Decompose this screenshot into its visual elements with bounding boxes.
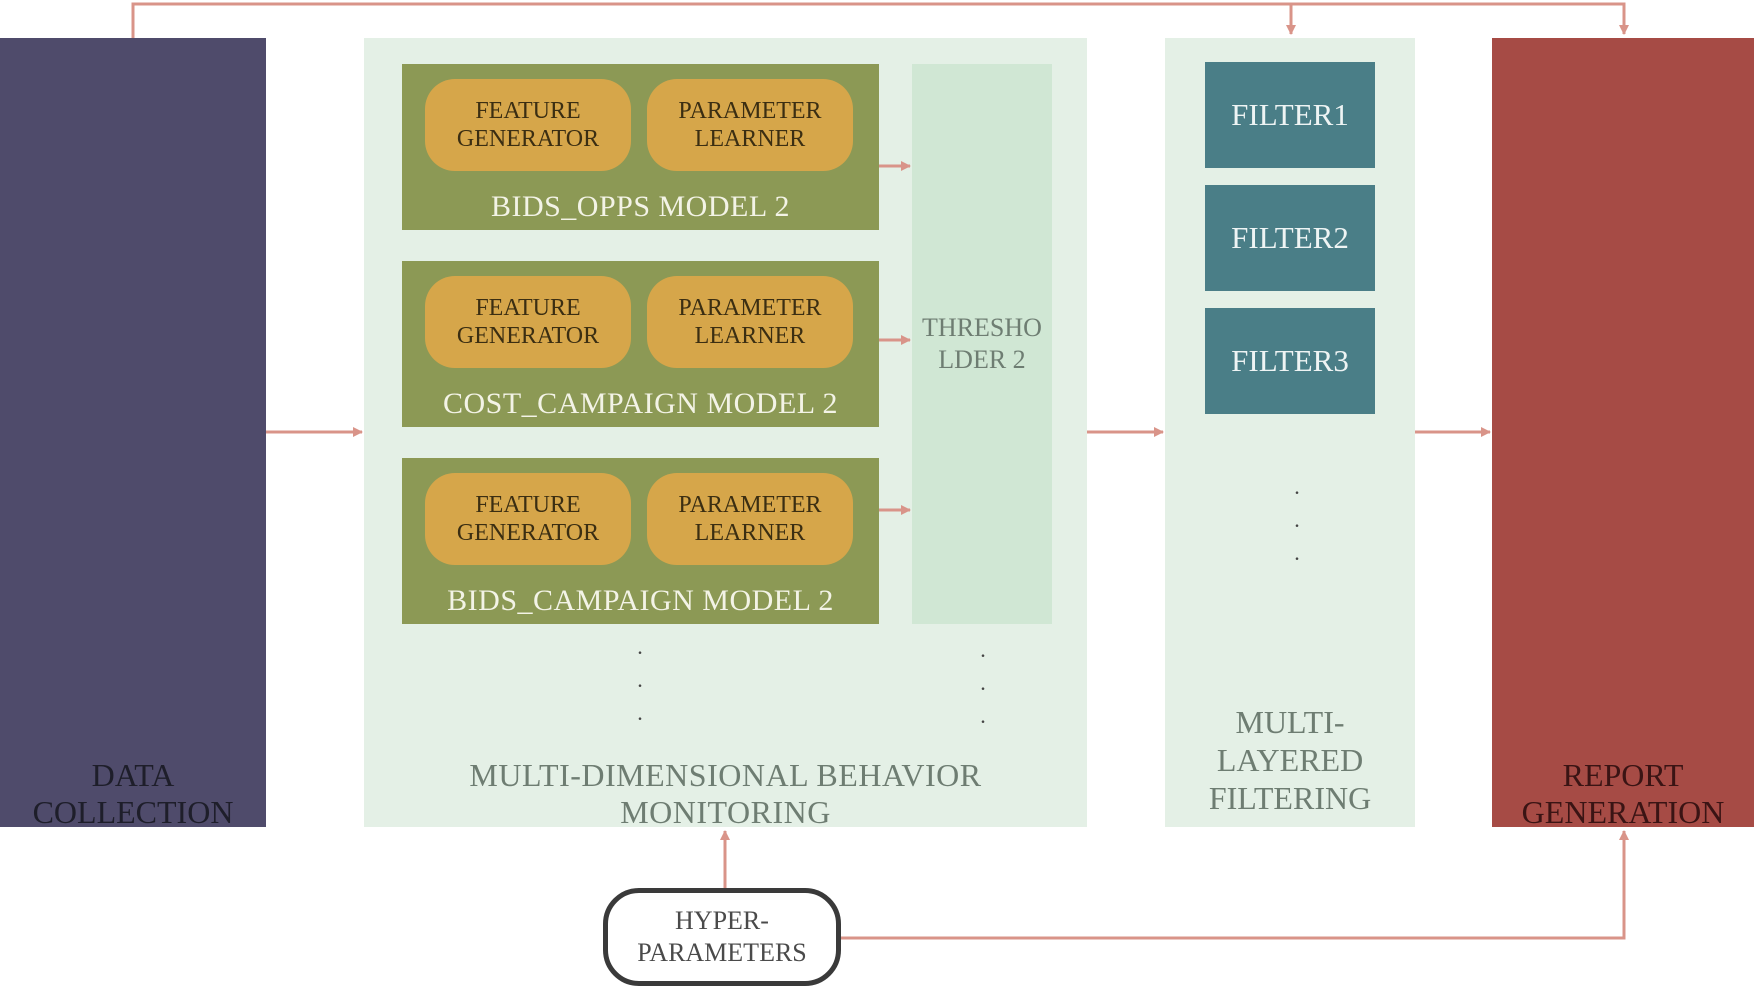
- report-generation-stage: REPORT GENERATION: [1492, 38, 1754, 830]
- filter-3: FILTER3: [1205, 308, 1375, 414]
- model-bids-campaign: FEATURE GENERATOR PARAMETER LEARNER BIDS…: [402, 458, 879, 624]
- data-collection-label: DATA COLLECTION: [32, 757, 234, 830]
- report-generation-label: REPORT GENERATION: [1521, 757, 1725, 830]
- feature-generator: FEATURE GENERATOR: [425, 79, 631, 171]
- behavior-monitoring-label: MULTI-DIMENSIONAL BEHAVIOR MONITORING: [469, 757, 982, 830]
- parameter-learner: PARAMETER LEARNER: [647, 276, 853, 368]
- filter-1: FILTER1: [1205, 62, 1375, 168]
- filters-ellipsis: . . .: [1294, 474, 1300, 565]
- filtering-label: MULTI- LAYERED FILTERING: [1208, 704, 1372, 816]
- thresholder-label: THRESHO LDER 2: [922, 313, 1042, 374]
- models-ellipsis: . . .: [637, 634, 643, 725]
- thresholder-ellipsis: . . .: [980, 637, 986, 728]
- feature-generator: FEATURE GENERATOR: [425, 276, 631, 368]
- model-title: BIDS_OPPS MODEL 2: [490, 190, 791, 223]
- hyperparameters-box: HYPER- PARAMETERS: [603, 888, 841, 986]
- arrow-feedback-to-report: [1291, 2, 1629, 35]
- filter-2: FILTER2: [1205, 185, 1375, 291]
- model-bids-opps: FEATURE GENERATOR PARAMETER LEARNER BIDS…: [402, 64, 879, 230]
- parameter-learner: PARAMETER LEARNER: [647, 79, 853, 171]
- thresholder: THRESHO LDER 2: [912, 64, 1052, 624]
- model-title: BIDS_CAMPAIGN MODEL 2: [447, 584, 834, 617]
- feature-generator: FEATURE GENERATOR: [425, 473, 631, 565]
- arrow-feedback-to-filtering: [131, 2, 1296, 38]
- parameter-learner: PARAMETER LEARNER: [647, 473, 853, 565]
- data-collection-stage: DATA COLLECTION: [0, 38, 266, 830]
- model-cost-campaign: FEATURE GENERATOR PARAMETER LEARNER COST…: [402, 261, 879, 427]
- arrow-hyper-to-report: [841, 830, 1629, 940]
- model-title: COST_CAMPAIGN MODEL 2: [443, 387, 838, 420]
- multi-layered-filtering-stage: MULTI- LAYERED FILTERING: [1165, 38, 1415, 827]
